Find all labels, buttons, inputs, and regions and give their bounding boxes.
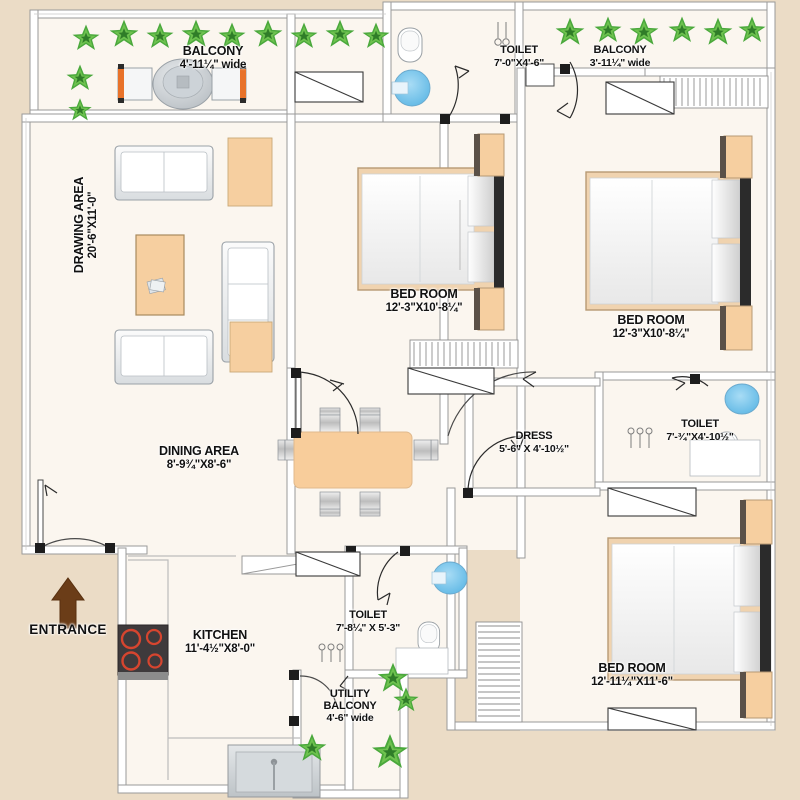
toilet-common-fixtures: [318, 561, 468, 675]
toilet-right-fixtures: [627, 383, 761, 477]
bedroom-3-furniture: [475, 499, 773, 723]
balcony-furniture: [117, 58, 247, 110]
bedroom-2-furniture: [585, 75, 769, 351]
toilet-top-fixtures: [391, 22, 510, 107]
entrance-arrow-icon: [51, 577, 85, 629]
dining-furniture: [277, 407, 439, 517]
doors: [35, 61, 709, 731]
bedroom-1-furniture: [357, 133, 519, 369]
dimension-ticks: [25, 200, 772, 330]
drawing-area-furniture: [114, 137, 275, 385]
